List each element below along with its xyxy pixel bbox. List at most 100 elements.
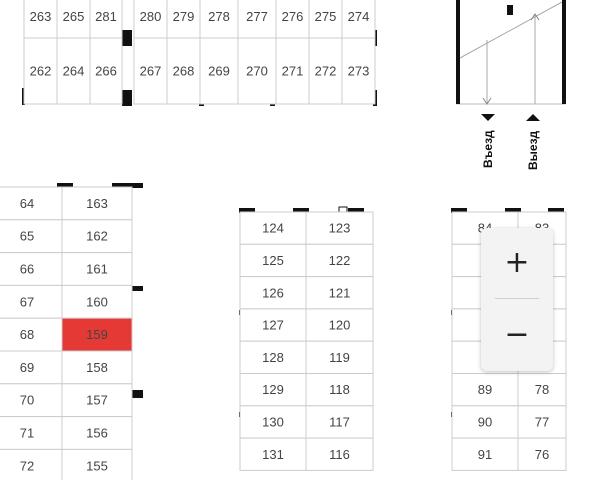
parking-spot[interactable]: 128	[239, 340, 307, 375]
plus-icon[interactable]: +	[481, 228, 553, 298]
parking-spot-box[interactable]	[239, 373, 307, 407]
parking-spot-box[interactable]	[0, 186, 63, 221]
parking-spot[interactable]: 90	[451, 405, 519, 439]
parking-spot-box[interactable]	[305, 437, 374, 471]
parking-spot[interactable]: 277	[237, 0, 277, 39]
parking-spot-box[interactable]	[89, 37, 123, 105]
parking-spot-box[interactable]	[56, 0, 91, 39]
parking-spot-box[interactable]	[61, 350, 133, 385]
parking-spot[interactable]: 131	[239, 437, 307, 471]
parking-spot-box[interactable]	[239, 211, 307, 245]
parking-spot-box[interactable]	[305, 373, 374, 407]
parking-spot-box[interactable]	[517, 405, 567, 439]
parking-spot-box[interactable]	[451, 373, 519, 407]
parking-spot[interactable]: 275	[308, 0, 343, 39]
parking-spot-box[interactable]	[0, 416, 63, 450]
parking-spot[interactable]: 274	[341, 0, 376, 39]
parking-spot-box[interactable]	[0, 448, 63, 480]
parking-spot-box[interactable]	[451, 437, 519, 471]
parking-spot[interactable]: 267	[133, 37, 168, 105]
parking-spot[interactable]: 269	[199, 37, 239, 105]
parking-spot-box[interactable]	[199, 0, 239, 39]
parking-spot[interactable]: 116	[305, 437, 374, 471]
parking-spot-box[interactable]	[305, 243, 374, 278]
parking-spot[interactable]: 272	[308, 37, 343, 105]
parking-spot[interactable]: 281	[89, 0, 123, 39]
parking-spot-box[interactable]	[341, 37, 376, 105]
parking-spot-box[interactable]	[517, 437, 567, 471]
parking-spot[interactable]: 263	[23, 0, 58, 39]
parking-spot[interactable]: 127	[239, 308, 307, 342]
parking-spot[interactable]: 159	[61, 317, 133, 352]
parking-spot-box[interactable]	[341, 0, 376, 39]
parking-spot[interactable]: 122	[305, 243, 374, 278]
parking-spot-box[interactable]	[61, 252, 133, 286]
parking-spot[interactable]: 130	[239, 405, 307, 439]
parking-spot[interactable]: 264	[56, 37, 91, 105]
parking-spot[interactable]: 76	[517, 437, 567, 471]
parking-spot[interactable]: 124	[239, 211, 307, 245]
parking-spot[interactable]: 279	[166, 0, 201, 39]
parking-spot-box[interactable]	[133, 37, 168, 105]
parking-spot[interactable]: 266	[89, 37, 123, 105]
parking-spot[interactable]: 66	[0, 252, 63, 286]
parking-spot[interactable]: 163	[61, 186, 133, 221]
parking-spot-box[interactable]	[56, 37, 91, 105]
parking-spot-box[interactable]	[305, 405, 374, 439]
parking-spot[interactable]: 280	[133, 0, 168, 39]
parking-spot-box[interactable]	[61, 416, 133, 450]
parking-spot-box[interactable]	[61, 383, 133, 418]
parking-spot[interactable]: 268	[166, 37, 201, 105]
parking-spot[interactable]: 262	[23, 37, 58, 105]
parking-spot[interactable]: 121	[305, 276, 374, 310]
parking-spot[interactable]: 158	[61, 350, 133, 385]
parking-spot[interactable]: 64	[0, 186, 63, 221]
parking-spot[interactable]: 271	[275, 37, 310, 105]
parking-spot[interactable]: 91	[451, 437, 519, 471]
parking-spot[interactable]: 278	[199, 0, 239, 39]
parking-spot[interactable]: 120	[305, 308, 374, 342]
parking-spot-box[interactable]	[61, 219, 133, 254]
parking-spot[interactable]: 69	[0, 350, 63, 385]
parking-spot[interactable]: 67	[0, 284, 63, 319]
parking-spot[interactable]: 161	[61, 252, 133, 286]
parking-spot-box[interactable]	[61, 448, 133, 480]
parking-spot[interactable]: 65	[0, 219, 63, 254]
parking-spot-box[interactable]	[239, 243, 307, 278]
parking-spot-box[interactable]	[166, 37, 201, 105]
parking-spot-box[interactable]	[239, 308, 307, 342]
parking-spot[interactable]: 72	[0, 448, 63, 480]
parking-spot[interactable]: 77	[517, 405, 567, 439]
parking-spot[interactable]: 162	[61, 219, 133, 254]
parking-spot[interactable]: 155	[61, 448, 133, 480]
parking-spot-box[interactable]	[237, 37, 277, 105]
parking-spot[interactable]: 270	[237, 37, 277, 105]
parking-spot-box[interactable]	[61, 284, 133, 319]
parking-spot[interactable]: 68	[0, 317, 63, 352]
parking-spot[interactable]: 70	[0, 383, 63, 418]
parking-spot[interactable]: 125	[239, 243, 307, 278]
parking-spot-box[interactable]	[239, 340, 307, 375]
parking-spot-box[interactable]	[61, 317, 133, 352]
parking-spot[interactable]: 118	[305, 373, 374, 407]
parking-spot[interactable]: 123	[305, 211, 374, 245]
parking-spot[interactable]: 71	[0, 416, 63, 450]
minus-icon[interactable]: −	[481, 300, 553, 370]
parking-spot[interactable]: 126	[239, 276, 307, 310]
parking-spot-box[interactable]	[275, 37, 310, 105]
parking-spot[interactable]: 265	[56, 0, 91, 39]
parking-spot[interactable]: 276	[275, 0, 310, 39]
parking-spot[interactable]: 129	[239, 373, 307, 407]
parking-spot[interactable]: 273	[341, 37, 376, 105]
parking-spot[interactable]: 78	[517, 373, 567, 407]
parking-spot[interactable]: 160	[61, 284, 133, 319]
parking-spot[interactable]: 117	[305, 405, 374, 439]
parking-spot-box[interactable]	[0, 284, 63, 319]
parking-spot[interactable]: 156	[61, 416, 133, 450]
parking-spot[interactable]: 89	[451, 373, 519, 407]
parking-spot[interactable]: 119	[305, 340, 374, 375]
parking-spot-box[interactable]	[239, 405, 307, 439]
parking-spot-box[interactable]	[239, 276, 307, 310]
parking-spot[interactable]: 157	[61, 383, 133, 418]
